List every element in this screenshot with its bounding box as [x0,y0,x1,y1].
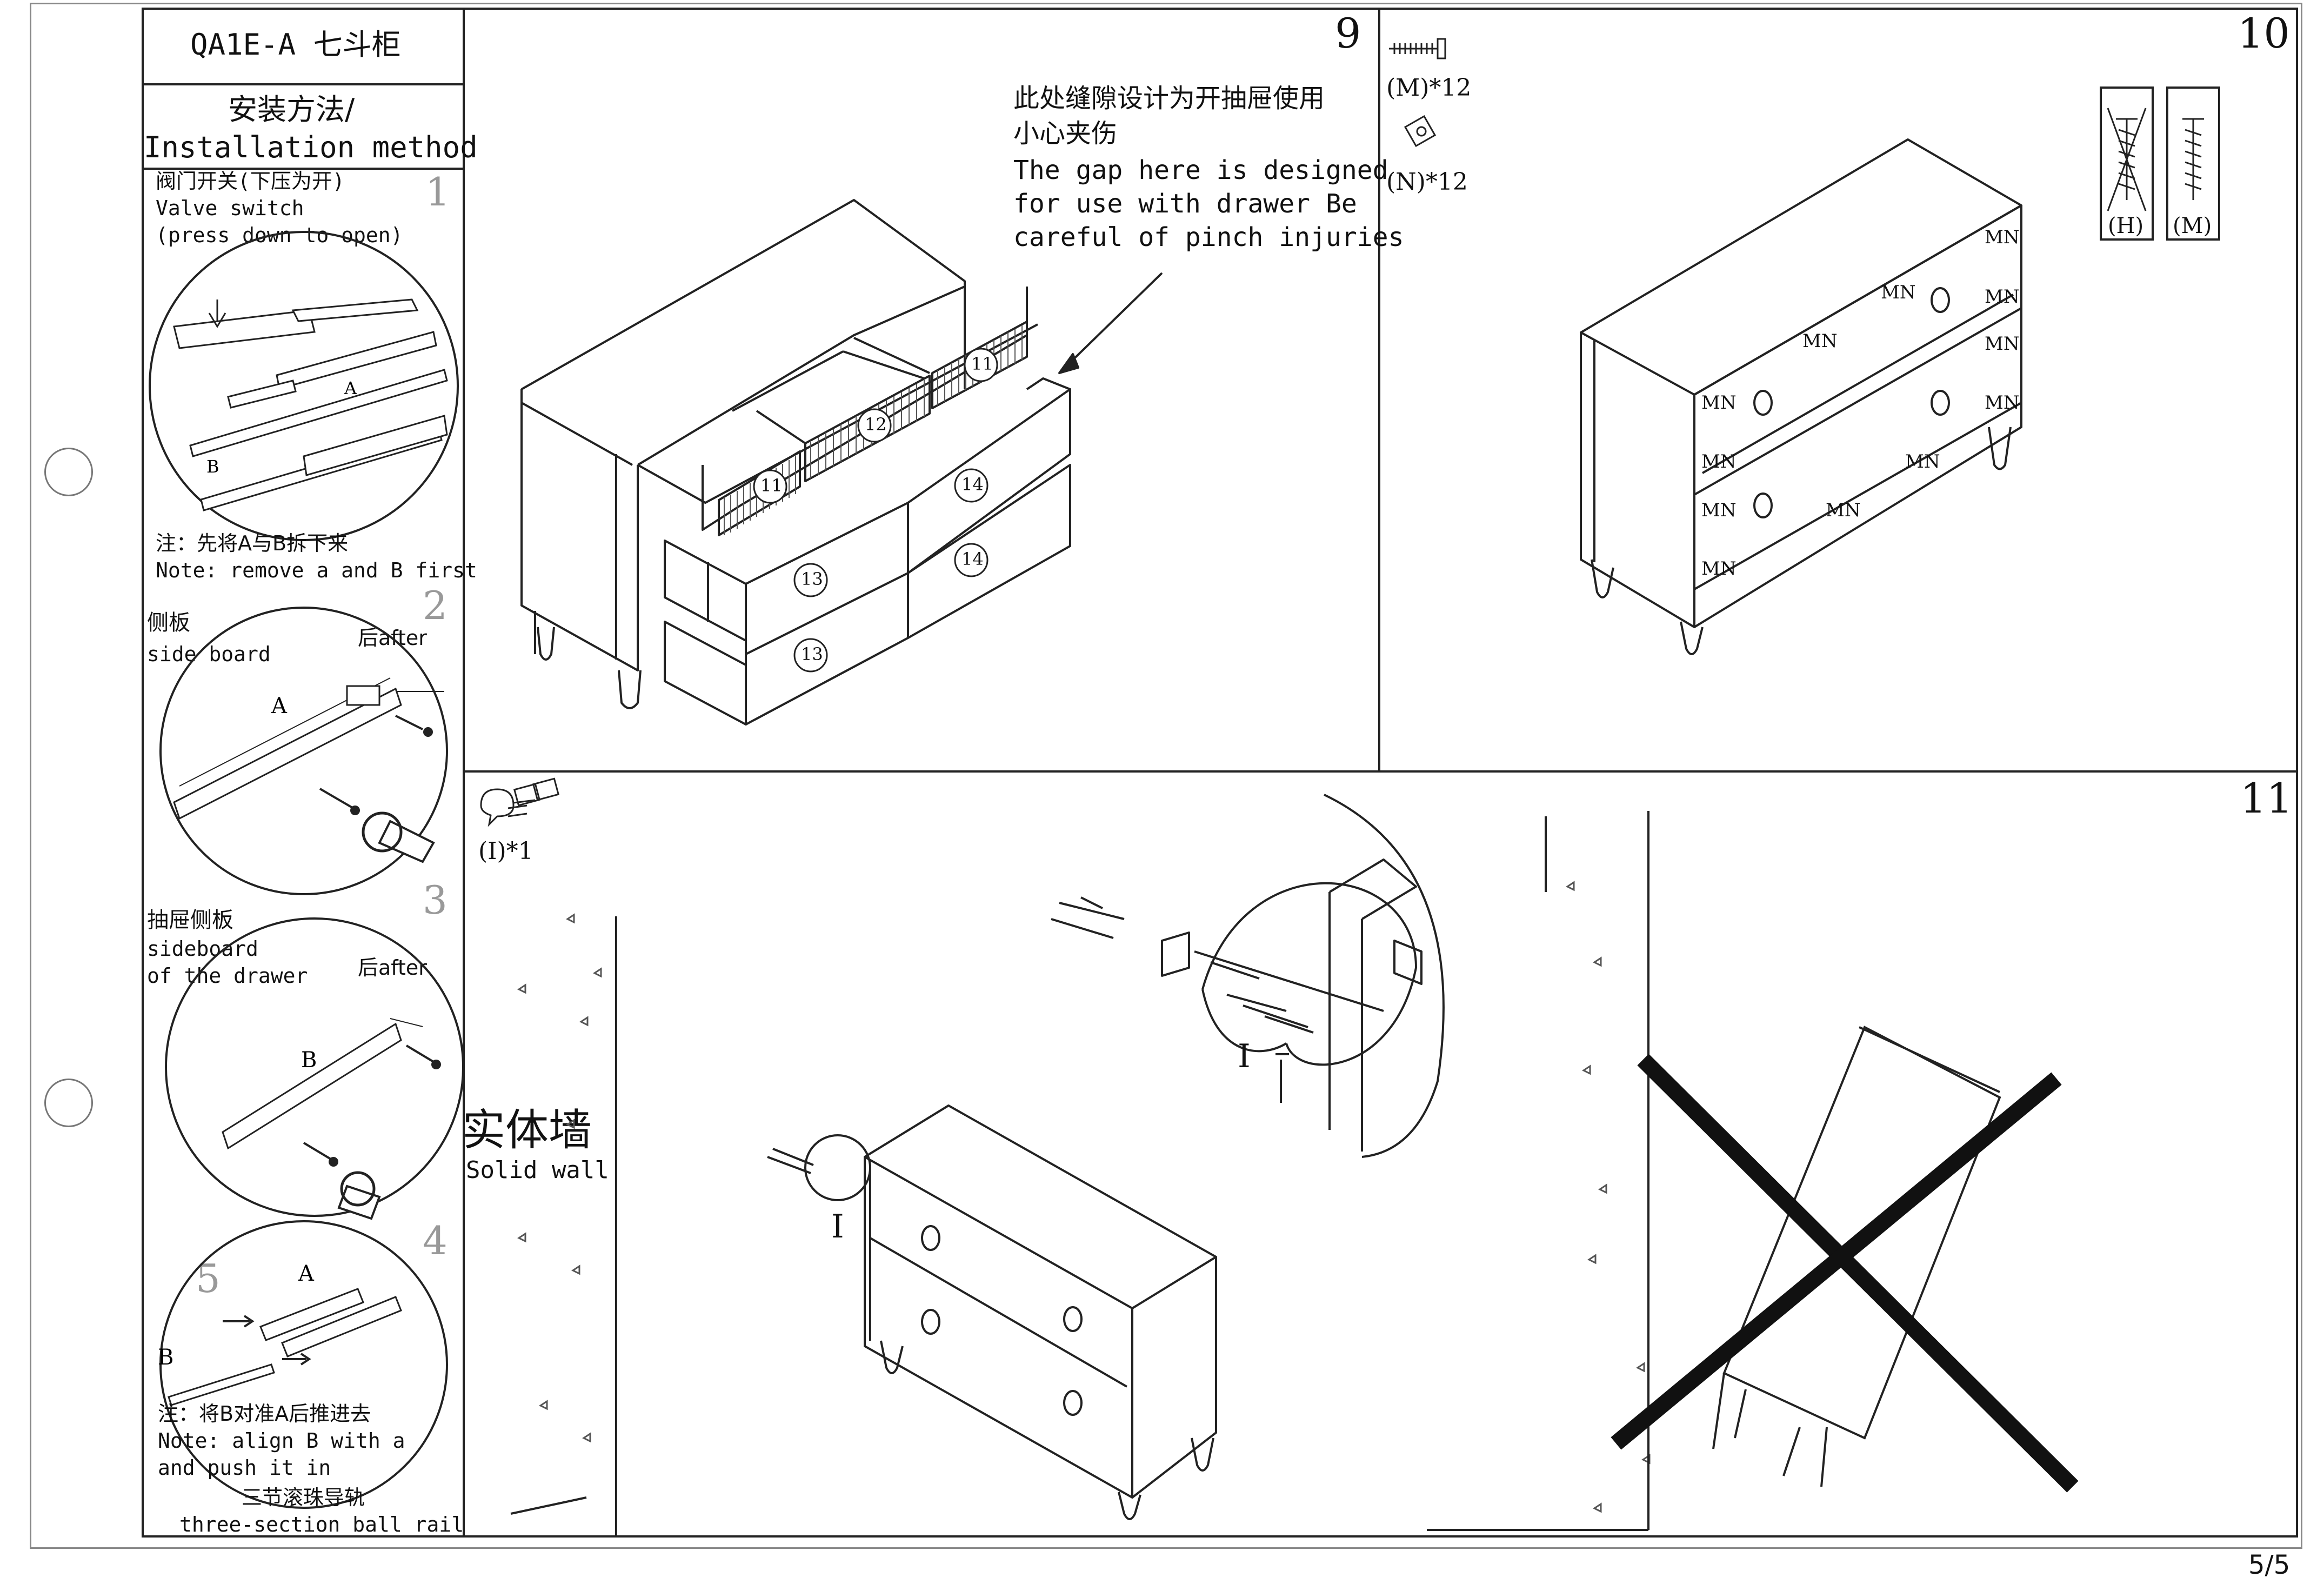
callout-14-lower: 14 [961,549,984,569]
callout-13-upper: 13 [801,569,823,589]
step-1-line-1: 阀门开关(下压为开) [156,169,345,193]
screw-m-icon [1389,38,1446,59]
panel9-note-cn-1: 此处缝隙设计为开抽屉使用 [1013,83,1325,114]
step-3-line-2: sideboard [147,937,258,961]
step-4-label-a: A [298,1261,315,1286]
step-4-note-cn: 注：将B对准A后推进去 [158,1402,371,1426]
step-1-note-cn: 注：先将A与B拆下来 [156,531,349,555]
divider-vertical [1378,8,1380,771]
heading-cn: 安装方法/ [228,92,355,127]
rail-name-en: three-section ball rail [179,1513,464,1536]
box-h [2100,86,2154,241]
divider-horizontal [464,770,2298,773]
step-4-note-en-1: Note: align B with a [158,1429,405,1453]
sidebar: QA1E-A 七斗柜 安装方法/ Installation method 1 阀… [142,8,478,1538]
binder-hole-bottom [44,1079,93,1127]
step-5-number: 5 [196,1256,221,1301]
mn-marker-6: MN [1701,392,1737,414]
mn-marker-5: MN [1985,333,2020,355]
step-1-note-en: Note: remove a and B first [156,558,477,582]
heading-en: Installation method [144,130,478,164]
mn-marker-8: MN [1701,451,1737,472]
step-3-line-1: 抽屉侧板 [147,908,233,933]
step-2-number: 2 [423,583,448,628]
detail-label-i-small: I [831,1208,844,1246]
step-2-label-a: A [271,694,288,718]
mn-marker-7: MN [1985,392,2020,414]
panel9-note-cn-2: 小心夹伤 [1013,118,1118,149]
step-1-label-a: A [344,378,357,398]
product-title: QA1E-A 七斗柜 [190,28,401,62]
step-3-after: 后after [358,956,427,980]
step-1-number: 1 [425,169,450,215]
step-9-number: 9 [1335,9,1361,57]
inner-border [142,8,2298,1538]
mn-marker-4: MN [1802,330,1838,352]
step-2-illustration: A [159,607,448,895]
title-box: QA1E-A 七斗柜 [142,8,463,85]
callout-11-left: 11 [760,475,783,496]
mn-marker-9: MN [1905,451,1940,472]
detail-label-i-large: I [1238,1037,1251,1075]
solid-wall-en: Solid wall [466,1156,609,1184]
step-1-illustration: A B [149,231,459,541]
bracket-n-icon [1404,115,1437,148]
step-2-line-2: side board [147,642,271,666]
page-number: 5/5 [2248,1550,2290,1580]
box-h-label: (H) [2108,214,2144,238]
callout-12: 12 [865,414,887,435]
step-1-label-b: B [206,456,219,477]
part-n-count: (N)*12 [1386,168,1468,196]
mn-marker-1: MN [1985,227,2020,248]
mn-marker-11: MN [1826,500,1861,521]
panel9-note-en-2: for use with drawer Be [1013,189,1357,219]
step-11-number: 11 [2240,774,2293,822]
step-10-number: 10 [2238,9,2290,57]
step-4-label-b: B [158,1345,173,1370]
callout-11-top: 11 [971,354,993,374]
step-3-number: 3 [423,877,448,923]
do-not-x-icon [1611,1054,2079,1493]
step-3-label-b: B [301,1048,317,1073]
callout-13-lower: 13 [801,644,823,664]
binder-hole-top [44,448,93,496]
step-3-illustration: B [165,917,464,1220]
panel9-note-en-1: The gap here is designed [1013,155,1388,185]
solid-wall-cn: 实体墙 [462,1105,592,1155]
step-3-line-3: of the drawer [147,964,308,988]
step-4-number: 4 [423,1218,448,1263]
mn-marker-10: MN [1701,500,1737,521]
part-m-count: (M)*12 [1386,74,1472,102]
mn-marker-2: MN [1881,282,1916,303]
mn-marker-12: MN [1701,558,1737,580]
outer-border [30,3,2302,1549]
box-m [2166,86,2220,241]
step-2-line-1: 侧板 [147,610,190,635]
step-1-line-2: Valve switch [156,196,304,220]
part-i-icon [480,777,560,827]
mn-marker-3: MN [1985,286,2020,308]
step-4-note-en-2: and push it in [158,1456,331,1480]
callout-14-upper: 14 [961,474,984,495]
box-icons [2107,108,2204,211]
panel9-note-en-3: careful of pinch injuries [1013,222,1404,252]
rail-name-cn: 三节滚珠导轨 [242,1486,365,1509]
part-i-count: (I)*1 [478,837,533,865]
step-4-illustration: A B [158,1220,448,1509]
box-m-label: (M) [2173,214,2212,238]
